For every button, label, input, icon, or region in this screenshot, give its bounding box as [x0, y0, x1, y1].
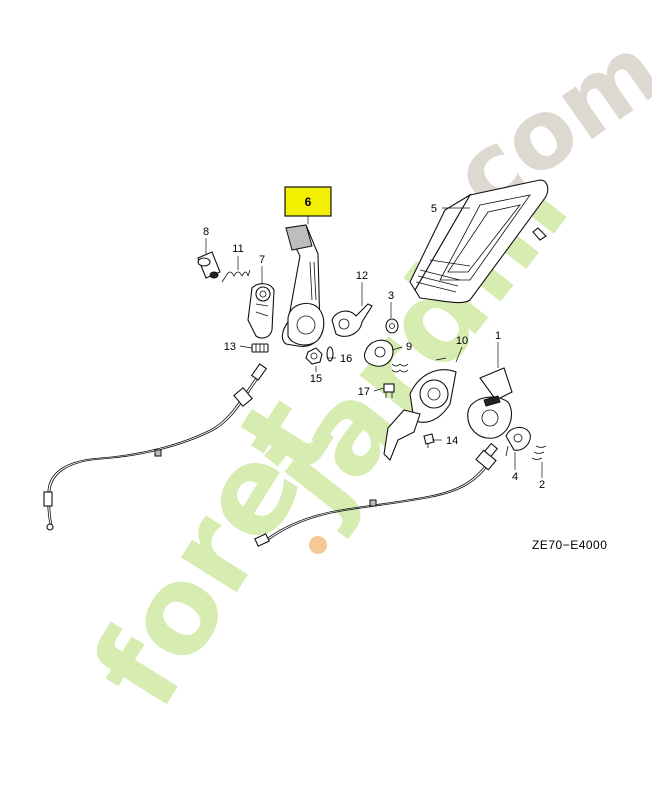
callout-17[interactable]: 17: [358, 386, 370, 398]
callout-6[interactable]: 6: [305, 195, 312, 209]
callout-15[interactable]: 15: [310, 373, 322, 385]
diagram-reference-code: ZE70−E4000: [532, 538, 607, 552]
part-9-spring: [363, 339, 409, 373]
part-6-control-lever: [281, 224, 325, 347]
part-1-housing: [467, 367, 513, 439]
part-13-bolt: [251, 343, 269, 353]
watermark: foret jardin .com: [67, 13, 652, 730]
callout-7[interactable]: 7: [259, 254, 265, 266]
part-8-pin: [197, 251, 221, 279]
callout-2[interactable]: 2: [539, 479, 545, 491]
callout-labels: 6 5 8 11 7 12 3 13 10 9 1 16 15 17 14 4 …: [203, 195, 545, 491]
part-16-washer: [326, 346, 334, 362]
callout-5[interactable]: 5: [431, 203, 437, 215]
part-12-friction-plate: [331, 303, 373, 337]
part-14-screw: [423, 433, 435, 448]
callout-16[interactable]: 16: [340, 353, 352, 365]
callout-1[interactable]: 1: [495, 330, 501, 342]
callout-3[interactable]: 3: [388, 290, 394, 302]
callout-12[interactable]: 12: [356, 270, 368, 282]
throttle-cable-lower: [254, 442, 499, 547]
part-2-spring: [531, 445, 547, 460]
callout-13[interactable]: 13: [224, 341, 236, 353]
leader-lines: [205, 207, 543, 478]
callout-10[interactable]: 10: [456, 335, 468, 347]
callout-11[interactable]: 11: [232, 243, 243, 255]
part-11-spring: [221, 269, 251, 283]
part-5-cover: [409, 179, 549, 304]
callout-9[interactable]: 9: [406, 341, 412, 353]
part-4-knob: [505, 426, 531, 457]
part-7-bracket: [247, 283, 275, 339]
part-6-highlight-box[interactable]: [284, 186, 332, 217]
part-15-nut: [305, 347, 323, 365]
watermark-dot-orange: [309, 536, 327, 554]
throttle-cable-upper: [43, 363, 268, 531]
part-10-pulley-bracket: [383, 357, 457, 461]
callout-14[interactable]: 14: [446, 435, 458, 447]
part-3-washer: [385, 318, 399, 334]
callout-4[interactable]: 4: [512, 471, 518, 483]
callout-8[interactable]: 8: [203, 226, 209, 238]
